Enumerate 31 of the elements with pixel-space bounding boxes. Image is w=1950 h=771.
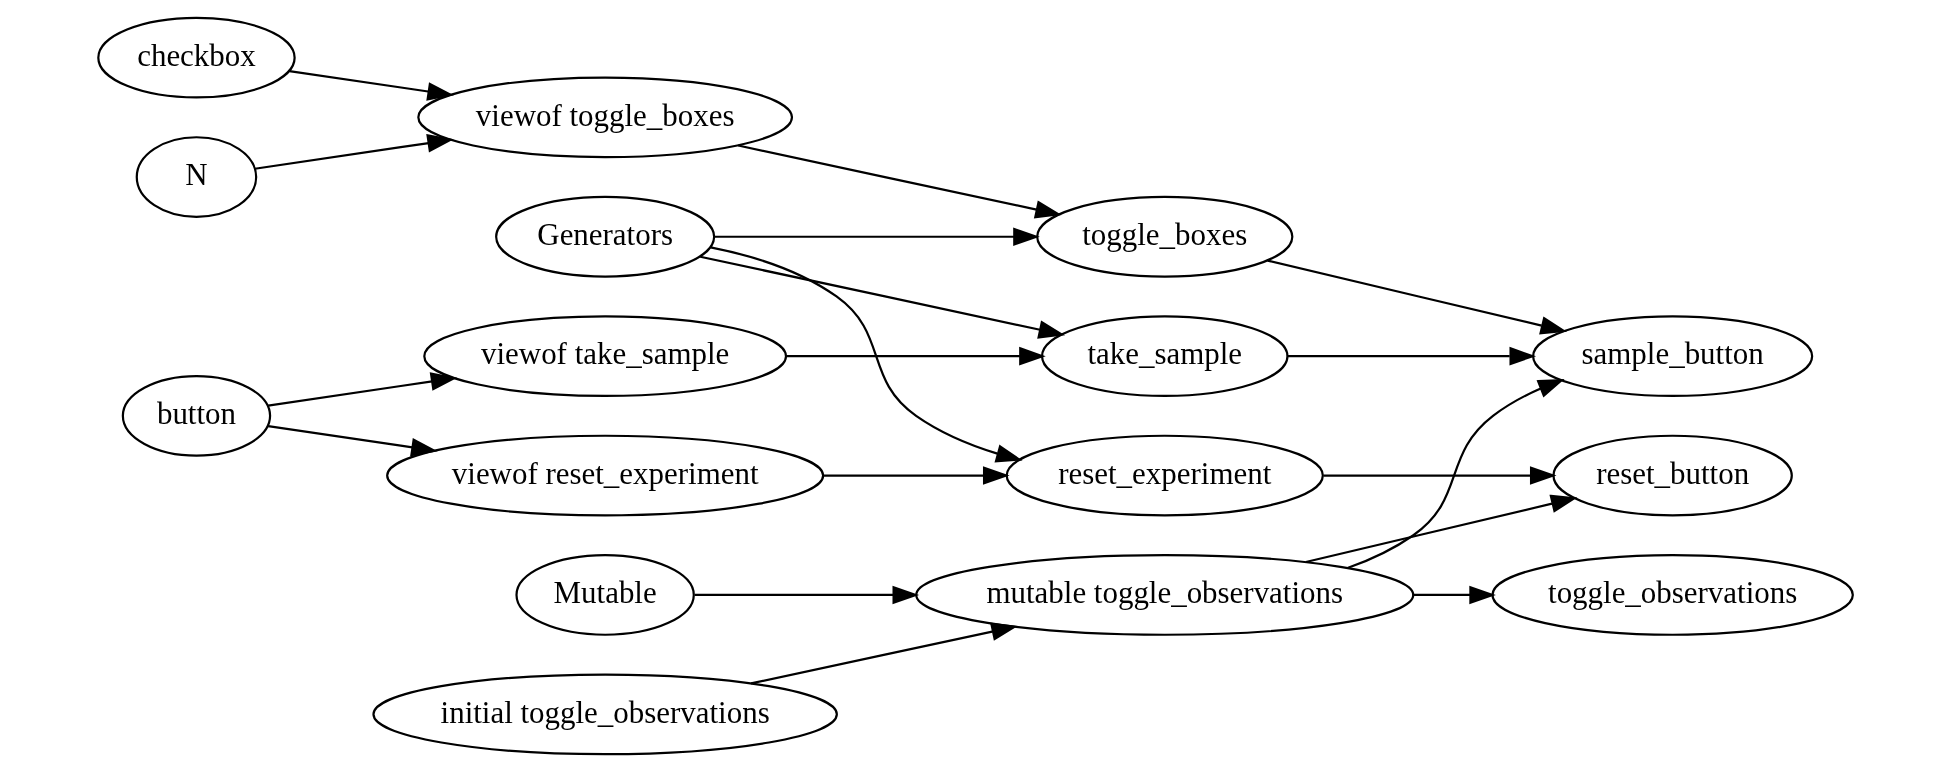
arrow xyxy=(709,245,1023,462)
arrow xyxy=(267,424,438,456)
arrow xyxy=(694,585,919,604)
arrow xyxy=(737,143,1062,219)
arrow xyxy=(823,465,1010,485)
arrow xyxy=(254,133,454,170)
arrow xyxy=(699,255,1065,339)
arrow xyxy=(1413,585,1496,604)
arrow xyxy=(750,622,1018,685)
node-ellipse: take_sample xyxy=(1040,314,1289,397)
arrow xyxy=(1286,346,1536,365)
node-ellipse: reset_button xyxy=(1551,434,1793,516)
arrow xyxy=(1323,465,1557,485)
arrow xyxy=(786,346,1046,365)
node-ellipse: initial toggle_observations xyxy=(371,672,838,755)
arrow xyxy=(713,226,1040,246)
node-ellipse: reset_experiment xyxy=(1005,434,1324,516)
node-ellipse: Mutable xyxy=(514,553,695,636)
node-ellipse: Generators xyxy=(494,195,715,278)
node-ellipse: toggle_observations xyxy=(1490,553,1854,636)
node-ellipse: viewof toggle_boxes xyxy=(416,75,793,158)
node-ellipse: mutable toggle_observations xyxy=(914,553,1414,636)
node-ellipse: checkbox xyxy=(96,16,296,99)
arrow xyxy=(288,69,454,101)
arrow xyxy=(267,371,457,407)
node-ellipse: button xyxy=(121,374,271,457)
arrow xyxy=(1305,494,1577,563)
node-ellipse: viewof take_sample xyxy=(422,314,787,397)
arrow xyxy=(1347,378,1565,569)
arrow xyxy=(1266,259,1567,335)
node-ellipse: N xyxy=(135,135,257,218)
